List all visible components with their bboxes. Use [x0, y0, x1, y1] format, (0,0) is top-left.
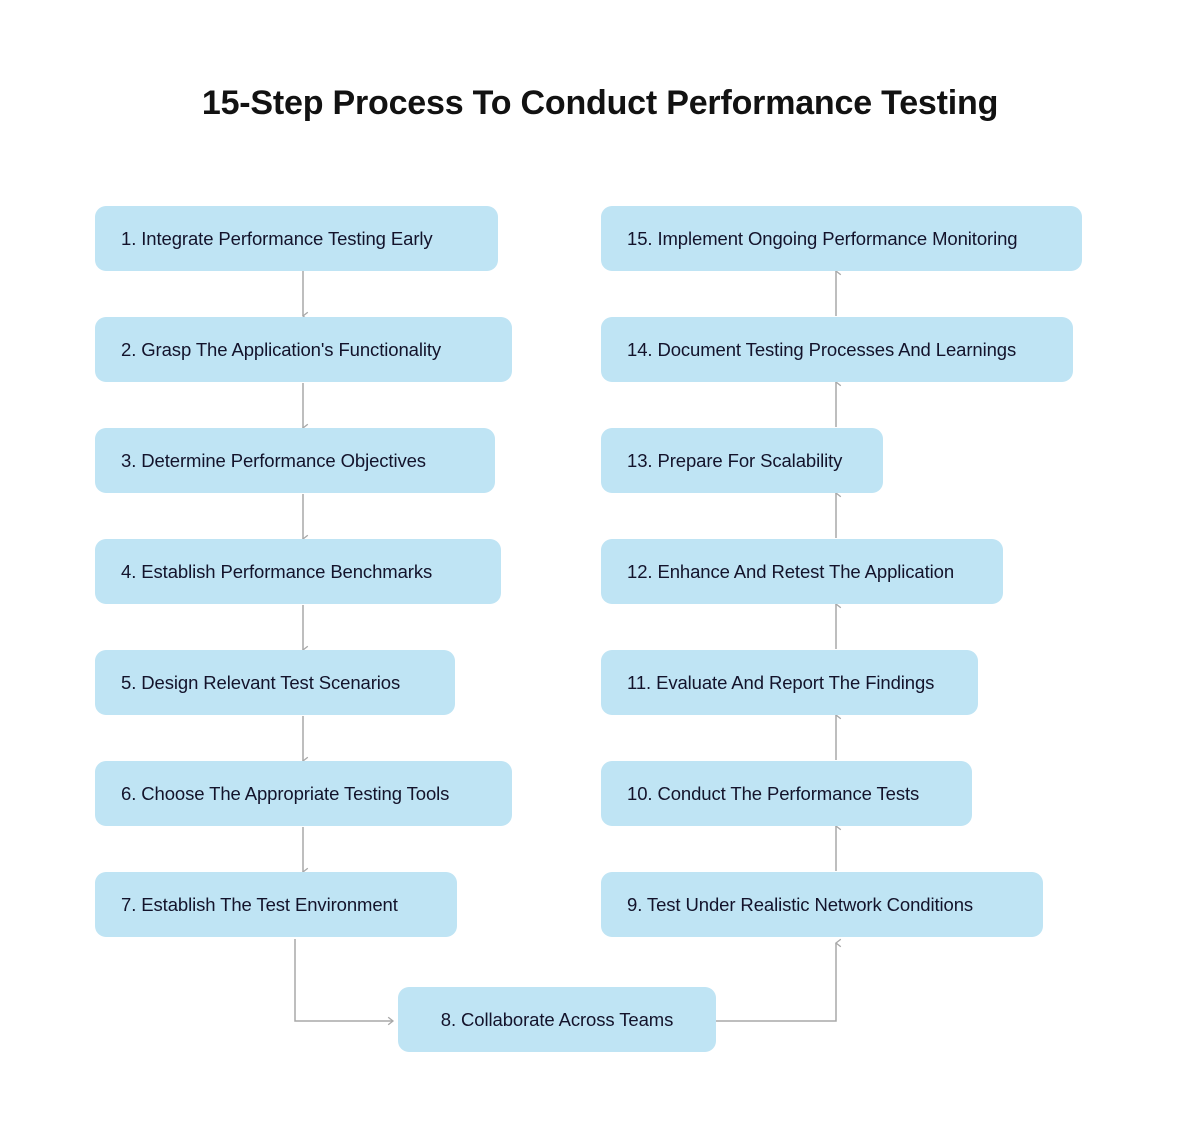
step-node-11[interactable]: 11. Evaluate And Report The Findings: [601, 650, 978, 715]
connector-7-to-8: [294, 939, 395, 1026]
step-node-2[interactable]: 2. Grasp The Application's Functionality: [95, 317, 512, 382]
step-node-label: 3. Determine Performance Objectives: [121, 449, 426, 471]
step-node-label: 13. Prepare For Scalability: [627, 449, 843, 471]
step-node-3[interactable]: 3. Determine Performance Objectives: [95, 428, 495, 493]
connector-8-to-9: [716, 938, 842, 1022]
step-node-label: 7. Establish The Test Environment: [121, 893, 398, 915]
step-node-label: 6. Choose The Appropriate Testing Tools: [121, 782, 450, 804]
step-node-label: 8. Collaborate Across Teams: [440, 1008, 674, 1030]
step-node-label: 12. Enhance And Retest The Application: [627, 560, 955, 582]
step-node-7[interactable]: 7. Establish The Test Environment: [95, 872, 457, 937]
step-node-label: 14. Document Testing Processes And Learn…: [627, 338, 1017, 360]
step-node-5[interactable]: 5. Design Relevant Test Scenarios: [95, 650, 455, 715]
step-node-15[interactable]: 15. Implement Ongoing Performance Monito…: [601, 206, 1082, 271]
step-node-label: 2. Grasp The Application's Functionality: [121, 338, 442, 360]
page-title: 15-Step Process To Conduct Performance T…: [201, 84, 999, 122]
step-node-6[interactable]: 6. Choose The Appropriate Testing Tools: [95, 761, 512, 826]
step-node-12[interactable]: 12. Enhance And Retest The Application: [601, 539, 1003, 604]
step-node-label: 4. Establish Performance Benchmarks: [121, 560, 433, 582]
step-node-10[interactable]: 10. Conduct The Performance Tests: [601, 761, 972, 826]
step-node-label: 5. Design Relevant Test Scenarios: [121, 671, 401, 693]
step-node-8[interactable]: 8. Collaborate Across Teams: [398, 987, 716, 1052]
step-node-label: 9. Test Under Realistic Network Conditio…: [627, 893, 974, 915]
step-node-label: 10. Conduct The Performance Tests: [627, 782, 920, 804]
step-node-label: 11. Evaluate And Report The Findings: [627, 671, 935, 693]
step-node-9[interactable]: 9. Test Under Realistic Network Conditio…: [601, 872, 1043, 937]
step-node-13[interactable]: 13. Prepare For Scalability: [601, 428, 883, 493]
step-node-4[interactable]: 4. Establish Performance Benchmarks: [95, 539, 501, 604]
step-node-label: 1. Integrate Performance Testing Early: [121, 227, 433, 249]
step-node-label: 15. Implement Ongoing Performance Monito…: [627, 227, 1018, 249]
step-node-1[interactable]: 1. Integrate Performance Testing Early: [95, 206, 498, 271]
step-node-14[interactable]: 14. Document Testing Processes And Learn…: [601, 317, 1073, 382]
